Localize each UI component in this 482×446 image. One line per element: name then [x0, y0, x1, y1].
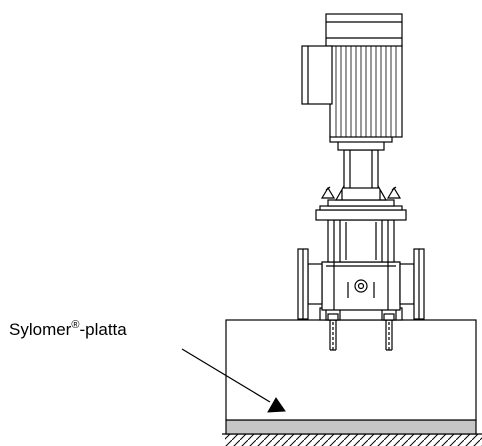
terminal-box [301, 45, 333, 105]
registered-mark: ® [71, 319, 80, 331]
pump-body [321, 261, 401, 311]
top-flange [315, 199, 407, 221]
motor-body [329, 44, 403, 138]
callout-arrowhead [267, 397, 286, 413]
anchor-bolts [329, 320, 393, 352]
pump-column [327, 219, 395, 263]
callout-leader [181, 348, 286, 413]
shaft-coupling [337, 139, 385, 189]
sylomer-plate-label: Sylomer®-platta [9, 319, 127, 339]
inlet-flange [297, 248, 323, 320]
outlet-flange [399, 248, 425, 320]
label-suffix: -platta [79, 320, 127, 339]
foundation-block [225, 319, 477, 421]
sylomer-plate [225, 419, 477, 435]
coupling-guard [320, 185, 402, 201]
motor-fan-cover [325, 13, 403, 47]
ground-hatching [222, 433, 482, 446]
label-prefix: Sylomer [9, 320, 72, 339]
